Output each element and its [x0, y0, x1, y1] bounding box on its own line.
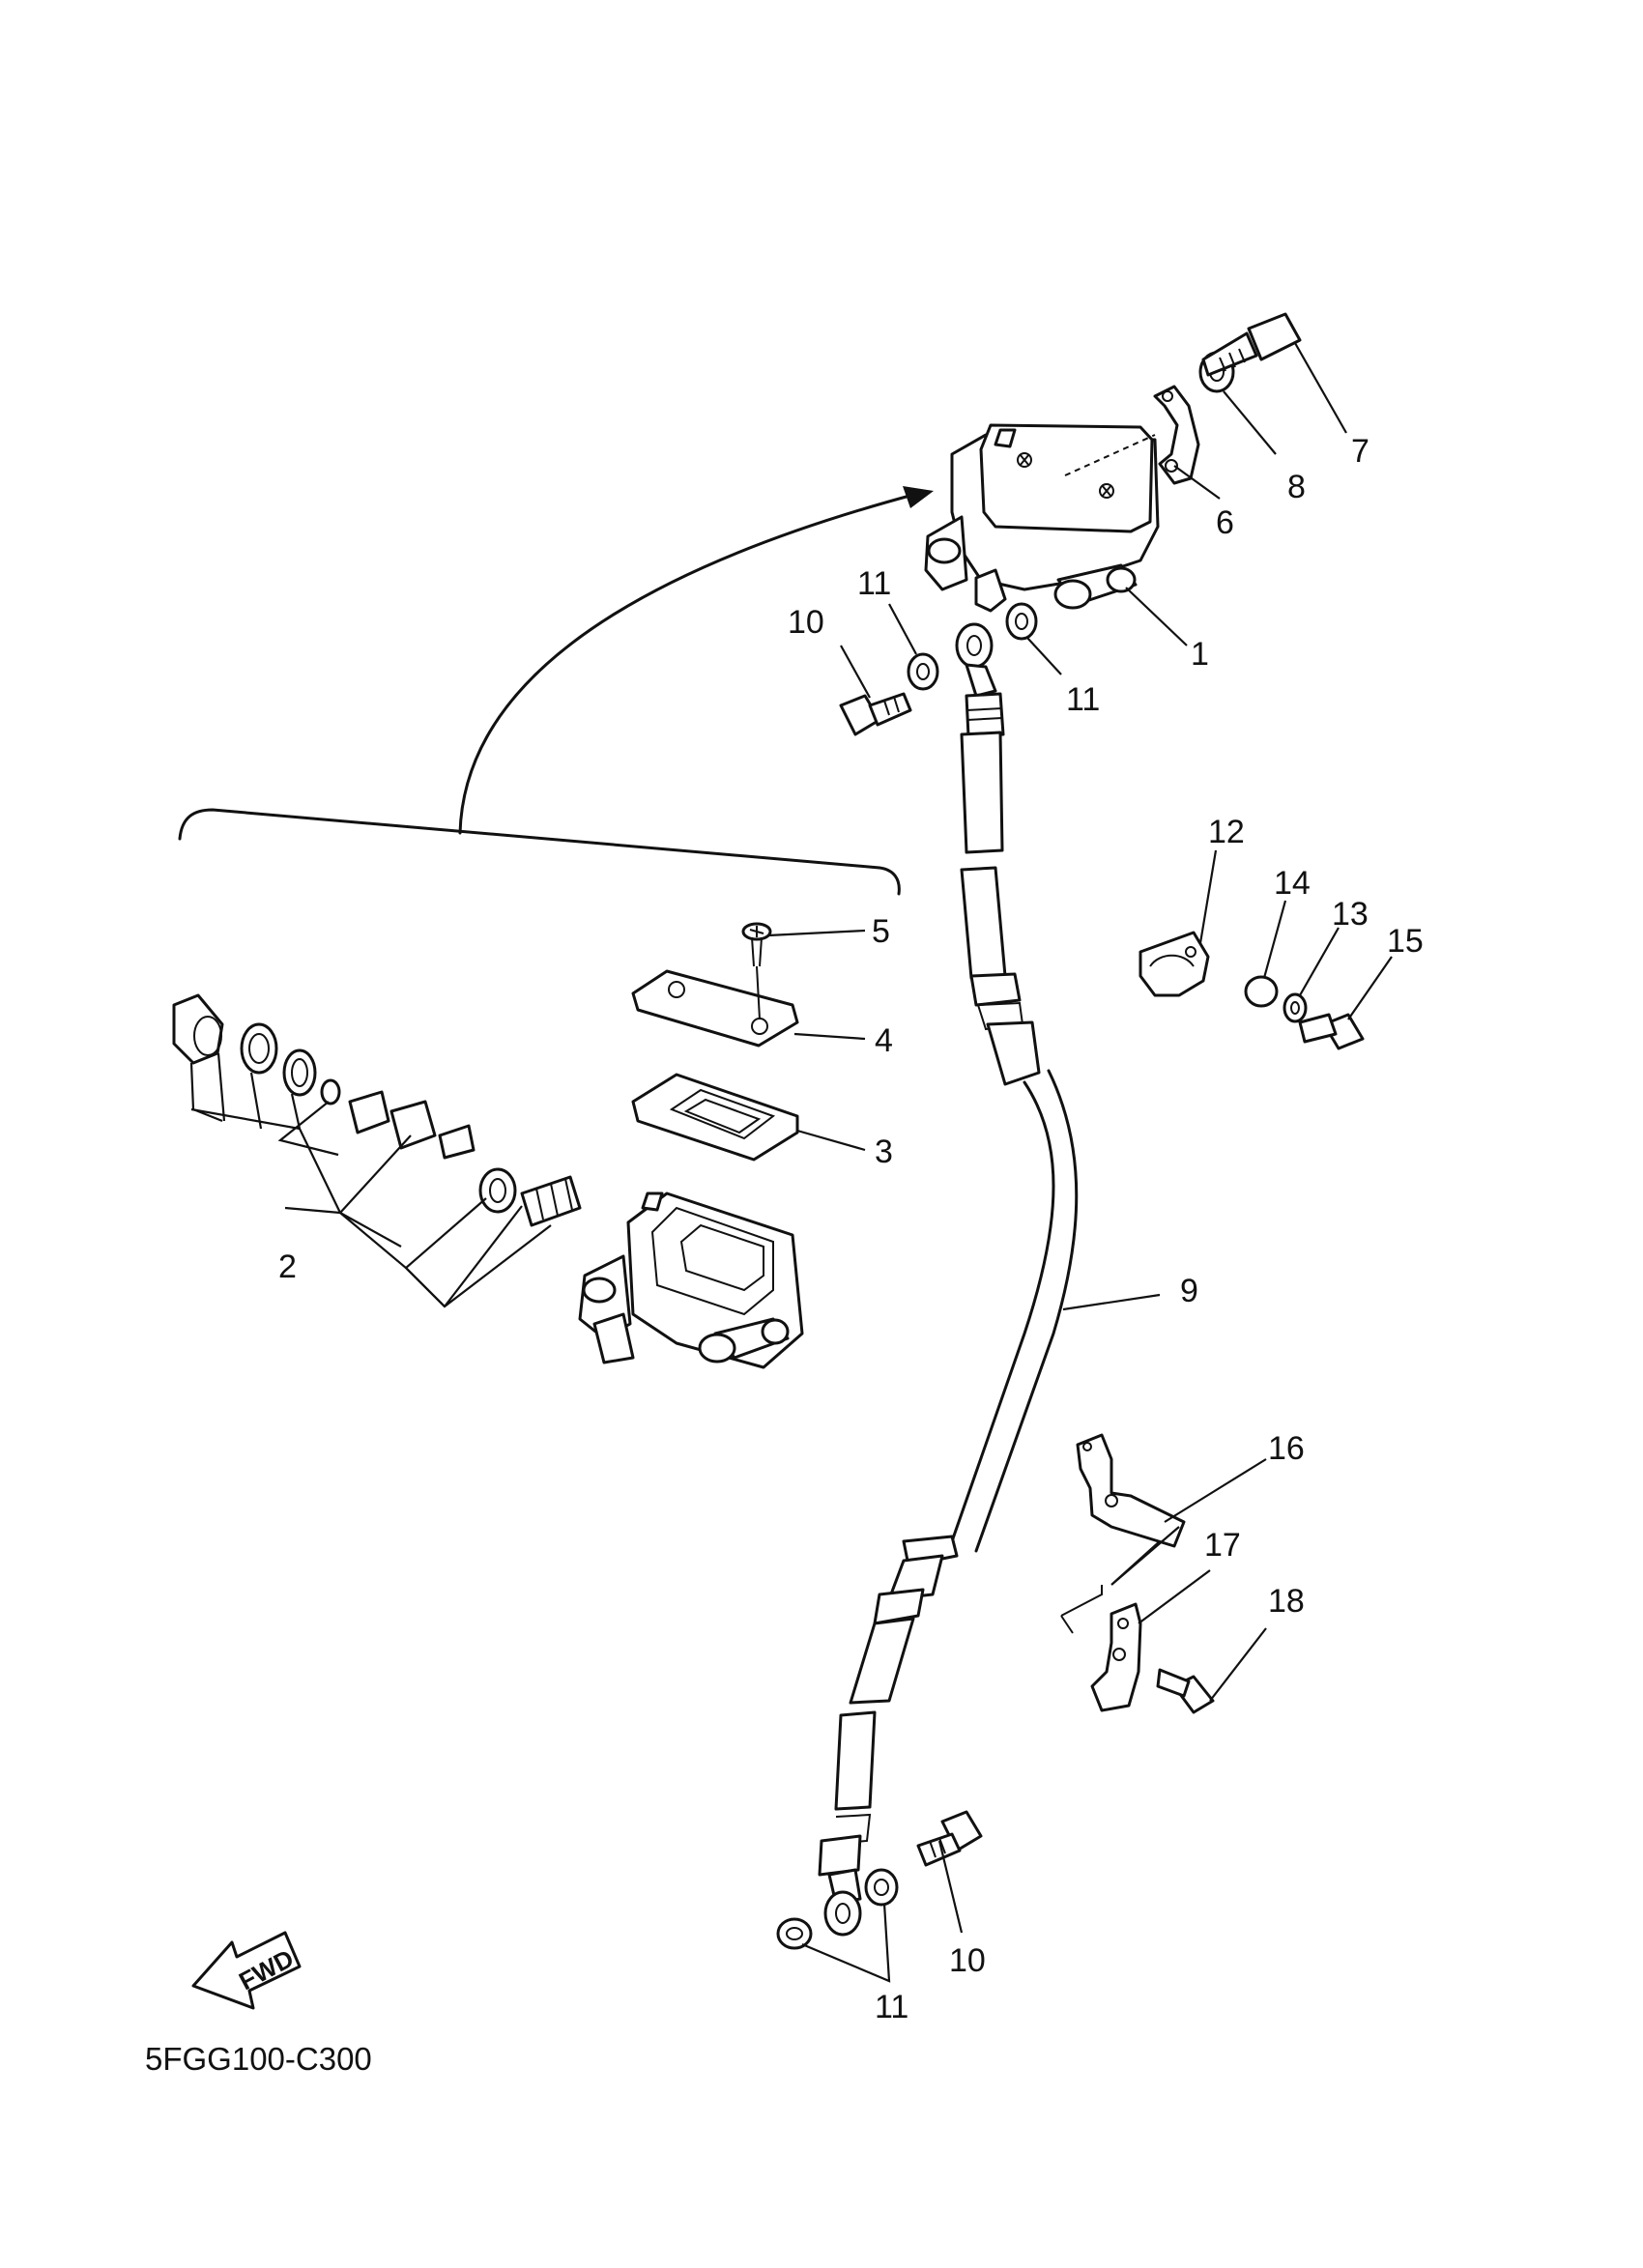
callout-12: 12	[1208, 814, 1245, 850]
callout-11-lower: 11	[875, 1989, 908, 2025]
screw-part-5	[741, 922, 772, 967]
callout-5: 5	[872, 913, 890, 950]
callout-10-upper: 10	[788, 604, 824, 641]
callout-8: 8	[1287, 469, 1306, 505]
callout-1: 1	[1191, 636, 1209, 673]
callout-2: 2	[278, 1249, 297, 1285]
bracket-part-17	[1060, 1585, 1142, 1712]
screw-part-18	[1156, 1668, 1215, 1714]
callout-18: 18	[1268, 1583, 1305, 1620]
callout-4: 4	[875, 1022, 893, 1059]
callout-16: 16	[1268, 1430, 1305, 1467]
callout-17: 17	[1204, 1527, 1241, 1564]
bolt-part-15	[1298, 1013, 1365, 1050]
master-cylinder-upper	[924, 423, 1160, 613]
callout-11-upper-left: 11	[857, 565, 891, 602]
diaphragm-part-3	[631, 1073, 799, 1162]
cap-part-4	[631, 965, 799, 1048]
callout-labels: 1 2 3 4 5 6 7 8 9 10 10 11 11 11 12 13 1…	[278, 433, 1424, 2025]
callout-9: 9	[1180, 1273, 1198, 1309]
forward-arrow-icon: FWD	[191, 1931, 302, 2010]
callout-11-upper-right: 11	[1066, 681, 1100, 718]
leader-lines	[189, 342, 1393, 1983]
washer-part-11-upper-right	[1005, 602, 1038, 641]
bolt-part-10-upper	[839, 692, 912, 736]
callout-14: 14	[1274, 865, 1311, 902]
brake-hose-part-9	[818, 622, 1079, 1937]
washer-part-11-lower-left	[776, 1917, 813, 1950]
callout-6: 6	[1216, 504, 1234, 541]
washer-part-11-upper-left	[907, 652, 939, 691]
bracket-part-16	[1076, 1433, 1186, 1548]
detail-callout-arrow	[178, 486, 934, 896]
callout-7: 7	[1351, 433, 1369, 470]
diagram-code: 5FGG100-C300	[145, 2041, 372, 2077]
callout-3: 3	[875, 1134, 893, 1170]
collar-part-14	[1244, 975, 1279, 1008]
washer-part-11-lower-right	[864, 1868, 899, 1907]
piston-kit-part-2	[172, 993, 582, 1227]
master-cylinder-detail	[578, 1191, 804, 1369]
callout-15: 15	[1387, 923, 1424, 960]
callout-13: 13	[1332, 896, 1369, 933]
callout-10-lower: 10	[949, 1942, 986, 1979]
washer-part-13	[1283, 992, 1308, 1023]
bolt-part-10-lower	[916, 1810, 983, 1867]
holder-part-6	[1064, 385, 1200, 485]
bolt-part-7	[1201, 312, 1302, 377]
clamp-part-12	[1139, 931, 1210, 997]
